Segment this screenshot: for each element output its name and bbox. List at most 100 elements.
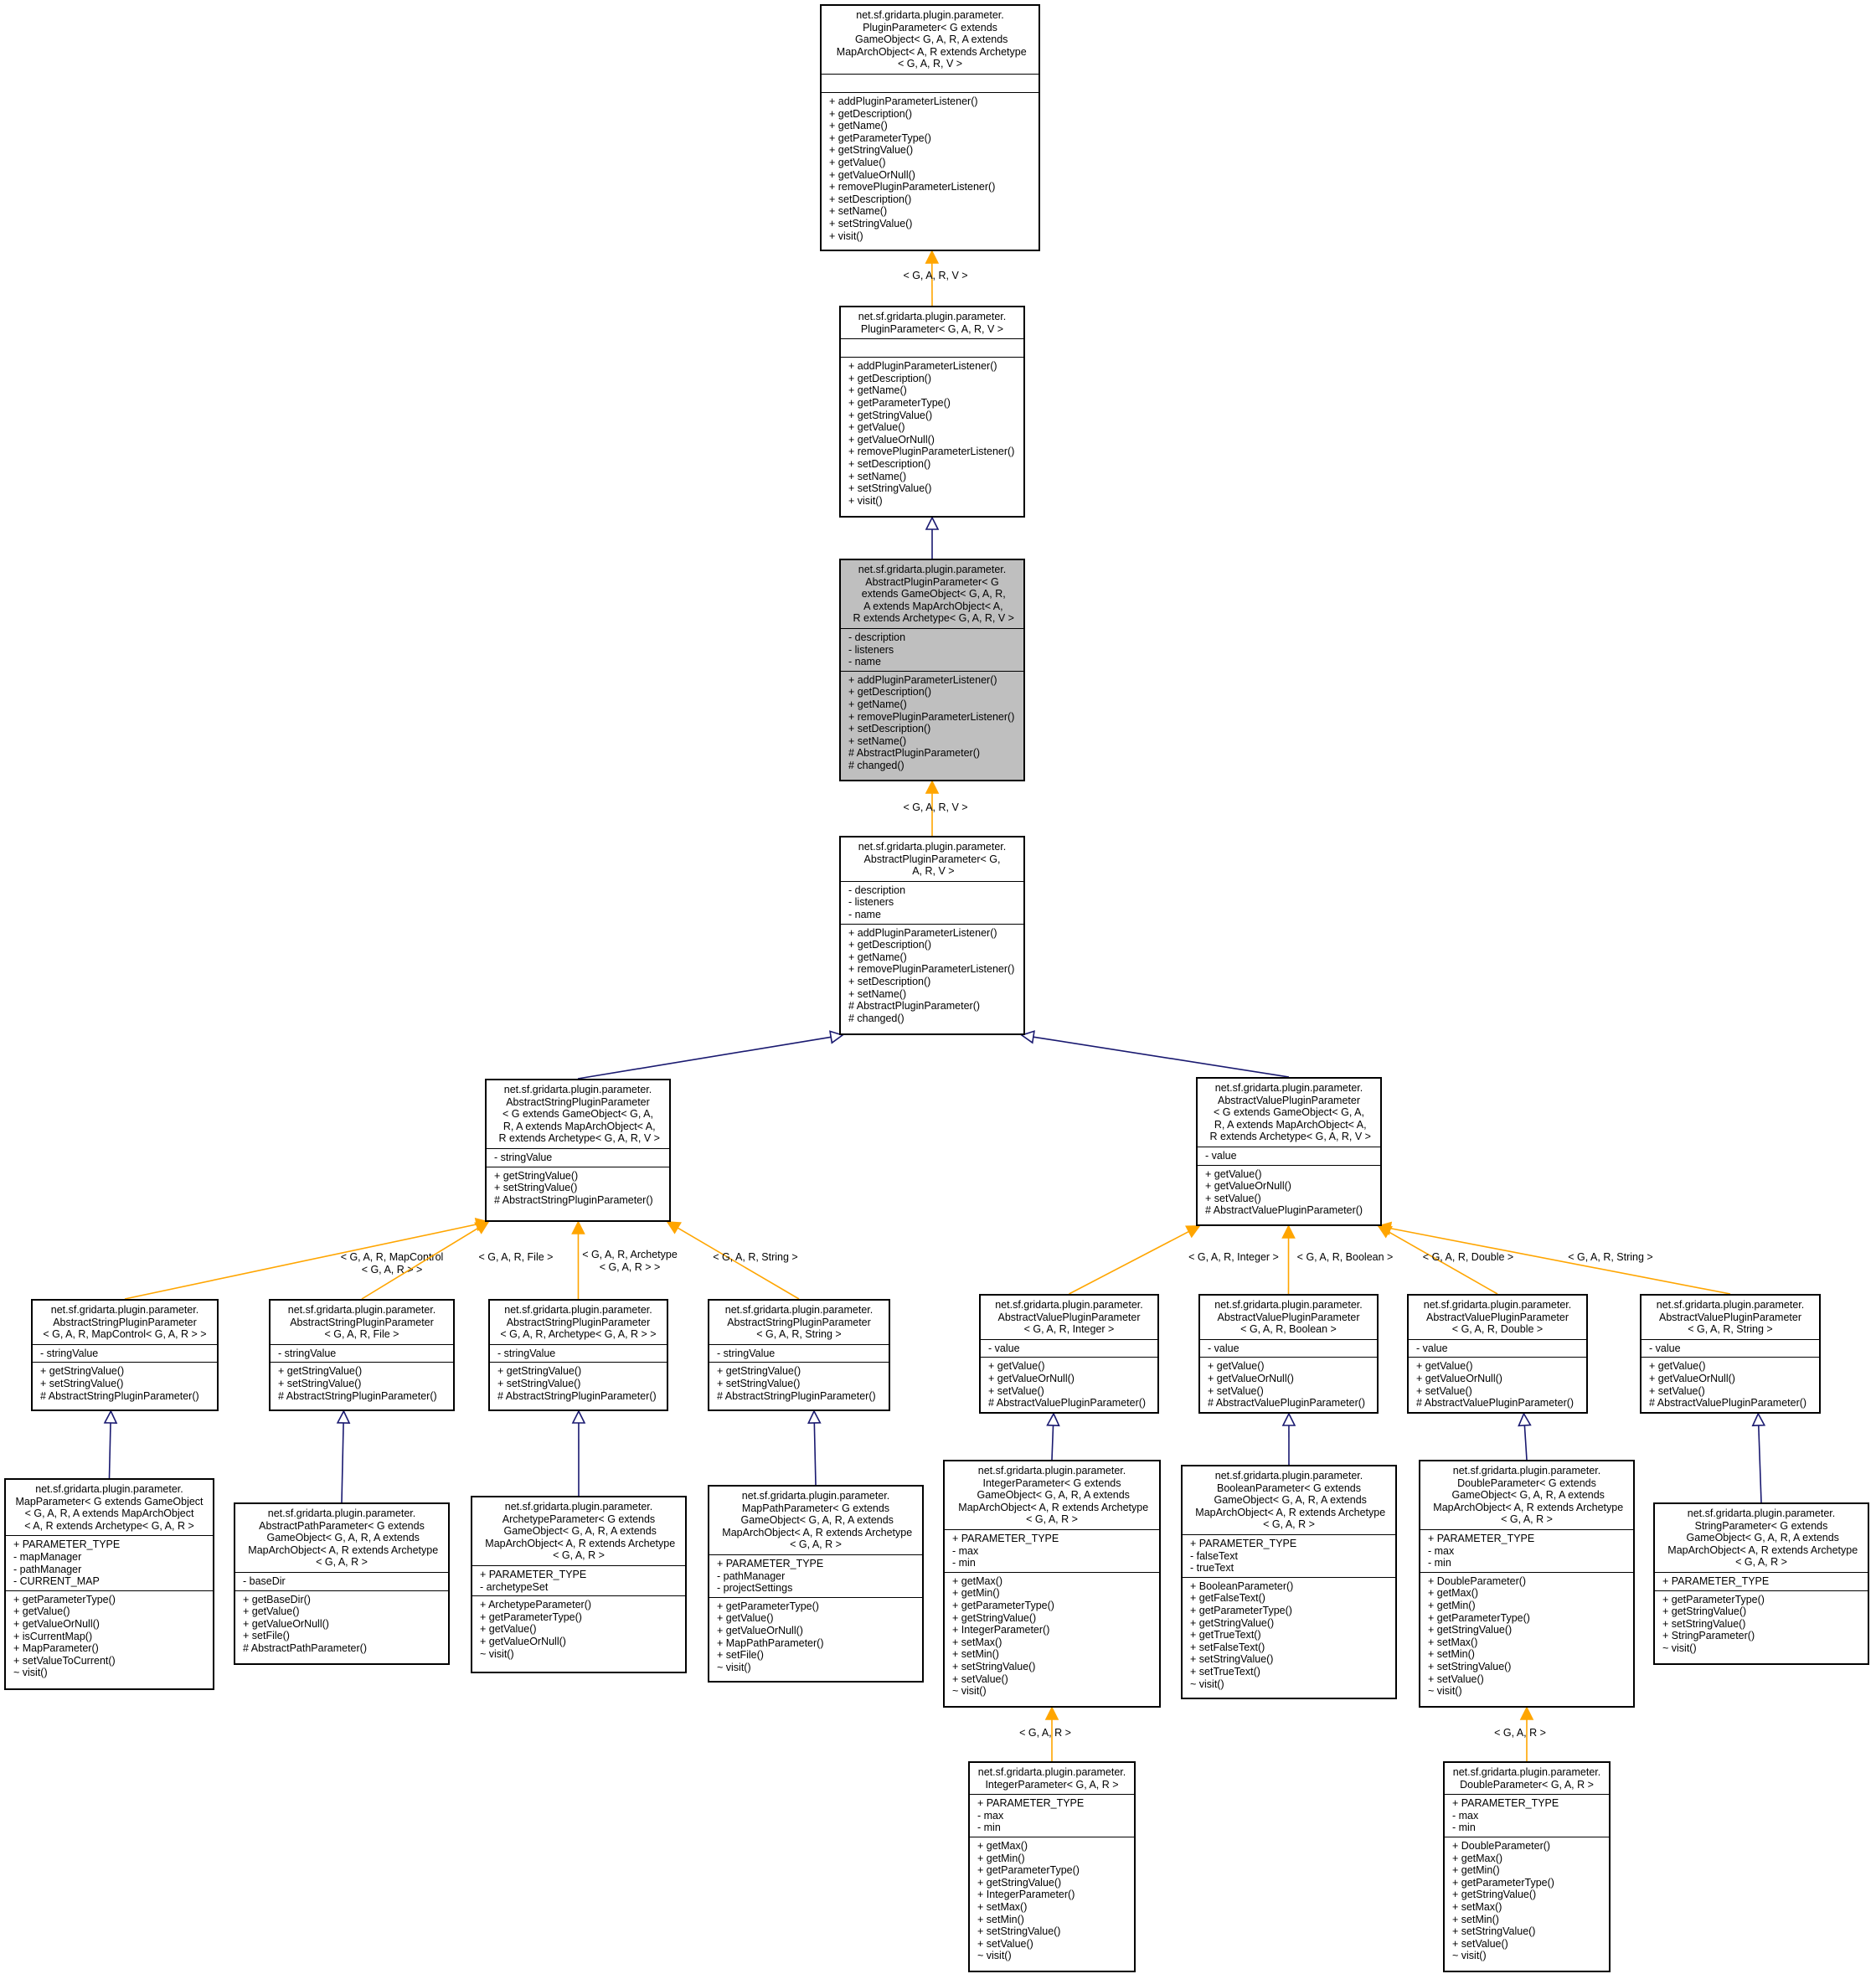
class-box-pp_full[interactable]: net.sf.gridarta.plugin.parameter.PluginP… <box>820 4 1040 251</box>
class-box-boolparam[interactable]: net.sf.gridarta.plugin.parameter.Boolean… <box>1181 1465 1397 1699</box>
title-line: MapArchObject< A, R extends Archetype <box>955 1501 1149 1513</box>
template-arrowhead-icon <box>1281 1224 1296 1239</box>
title-line: extends GameObject< G, A, R, <box>858 588 1006 600</box>
title-line: AbstractValuePluginParameter <box>997 1311 1141 1323</box>
class-box-avpp_int[interactable]: net.sf.gridarta.plugin.parameter.Abstrac… <box>979 1294 1159 1414</box>
class-box-intparam[interactable]: net.sf.gridarta.plugin.parameter.Integer… <box>968 1761 1136 1972</box>
class-box-dblparam[interactable]: net.sf.gridarta.plugin.parameter.DoubleP… <box>1443 1761 1611 1972</box>
class-box-dblparam_full[interactable]: net.sf.gridarta.plugin.parameter.DoubleP… <box>1419 1460 1635 1708</box>
title-line: MapArchObject< A, R extends Archetype <box>482 1537 676 1549</box>
class-box-mappath[interactable]: net.sf.gridarta.plugin.parameter.MapPath… <box>708 1485 924 1683</box>
class-box-aspp_map[interactable]: net.sf.gridarta.plugin.parameter.Abstrac… <box>31 1299 219 1411</box>
ops-line: + visit() <box>848 494 883 507</box>
ops-line: + getBaseDir() <box>243 1593 311 1605</box>
ops-line: + getValueOrNull() <box>480 1635 566 1647</box>
attrs-line: + PARAMETER_TYPE <box>1452 1797 1559 1810</box>
template-arrowhead-icon <box>1519 1706 1534 1720</box>
attrs-line: - value <box>988 1342 1020 1354</box>
attrs-line: + PARAMETER_TYPE <box>1190 1537 1297 1549</box>
ops-line: + getValueOrNull() <box>1205 1180 1291 1193</box>
class-name: net.sf.gridarta.plugin.parameter.Abstrac… <box>981 1296 1157 1339</box>
ops-line: + getValue() <box>1205 1167 1262 1180</box>
attributes-section: - stringValue <box>709 1343 889 1363</box>
attrs-line: - listeners <box>848 643 894 656</box>
class-box-intparam_full[interactable]: net.sf.gridarta.plugin.parameter.Integer… <box>943 1460 1161 1708</box>
ops-line: + getStringValue() <box>278 1365 363 1378</box>
ops-line: + getParameterType() <box>829 131 931 144</box>
title-line: < G, A, R, String > <box>1688 1323 1773 1336</box>
class-box-app_full[interactable]: net.sf.gridarta.plugin.parameter.Abstrac… <box>839 559 1025 781</box>
class-box-app[interactable]: net.sf.gridarta.plugin.parameter.Abstrac… <box>839 836 1025 1035</box>
title-line: StringParameter< G extends <box>1694 1519 1828 1532</box>
edge-archparam-to-aspp_arch <box>571 1410 586 1497</box>
class-box-avpp_str[interactable]: net.sf.gridarta.plugin.parameter.Abstrac… <box>1640 1294 1821 1414</box>
operations-section: + addPluginParameterListener()+ getDescr… <box>841 670 1023 780</box>
edge-app_full-to-pp <box>925 516 940 559</box>
attributes-section: + PARAMETER_TYPE- pathManager- projectSe… <box>709 1554 922 1597</box>
title-line: MapArchObject< A, R extends Archetype <box>719 1526 913 1538</box>
class-box-avpp_dbl[interactable]: net.sf.gridarta.plugin.parameter.Abstrac… <box>1407 1294 1588 1414</box>
edge-line <box>1757 1425 1762 1503</box>
edge-label: < G, A, R > > <box>362 1264 423 1276</box>
title-line: net.sf.gridarta.plugin.parameter. <box>35 1483 183 1495</box>
class-box-aspp_file[interactable]: net.sf.gridarta.plugin.parameter.Abstrac… <box>269 1299 455 1411</box>
title-line: < G, A, R, String > <box>756 1328 842 1341</box>
inheritance-arrowhead-icon <box>103 1410 118 1424</box>
ops-line: + getValue() <box>1208 1360 1265 1373</box>
ops-line: + IntegerParameter() <box>977 1889 1075 1901</box>
ops-line: ~ visit() <box>480 1647 514 1660</box>
title-line: IntegerParameter< G extends <box>982 1477 1121 1489</box>
ops-line: + getValue() <box>480 1623 537 1636</box>
ops-line: + getValue() <box>13 1605 70 1618</box>
class-name: net.sf.gridarta.plugin.parameter.Abstrac… <box>1409 1296 1586 1339</box>
edge-dblparam-to-dblparam_full: < G, A, R > <box>1494 1706 1546 1761</box>
title-line: net.sf.gridarta.plugin.parameter. <box>1656 1299 1805 1311</box>
edge-line <box>124 1224 477 1300</box>
class-name: net.sf.gridarta.plugin.parameter.Abstrac… <box>1200 1296 1377 1339</box>
title-line: < G, A, R > <box>1735 1556 1787 1569</box>
class-box-mapparam[interactable]: net.sf.gridarta.plugin.parameter.MapPara… <box>4 1478 214 1690</box>
ops-line: + setValue() <box>1452 1937 1508 1950</box>
ops-line: + getStringValue() <box>977 1876 1062 1889</box>
class-name: net.sf.gridarta.plugin.parameter.Abstrac… <box>490 1301 667 1344</box>
class-box-aspp[interactable]: net.sf.gridarta.plugin.parameter.Abstrac… <box>485 1079 671 1222</box>
attributes-section: - value <box>1409 1338 1586 1358</box>
title-line: R extends Archetype< G, A, R, V > <box>1207 1131 1371 1143</box>
inheritance-arrowhead-icon <box>1518 1412 1532 1427</box>
ops-line: + getValue() <box>829 156 886 168</box>
template-arrowhead-icon <box>1044 1706 1059 1720</box>
ops-line: + setMin() <box>977 1913 1024 1925</box>
class-box-aspp_str[interactable]: net.sf.gridarta.plugin.parameter.Abstrac… <box>708 1299 890 1411</box>
class-box-abspath[interactable]: net.sf.gridarta.plugin.parameter.Abstrac… <box>234 1502 450 1665</box>
ops-line: + getValueOrNull() <box>829 168 915 181</box>
edge-avpp-to-app <box>1020 1030 1290 1078</box>
edge-boolparam-to-avpp_bool <box>1281 1412 1296 1466</box>
ops-line: + setValue() <box>988 1384 1044 1397</box>
ops-line: + getValueOrNull() <box>1649 1372 1735 1384</box>
edge-aspp_str-to-aspp: < G, A, R, String > <box>666 1221 800 1300</box>
ops-line: + setStringValue() <box>952 1660 1036 1672</box>
edge-label: < G, A, R, V > <box>903 801 967 813</box>
attrs-line: - name <box>848 656 881 668</box>
class-box-strparam[interactable]: net.sf.gridarta.plugin.parameter.StringP… <box>1653 1502 1869 1665</box>
title-line: MapParameter< G extends GameObject <box>15 1495 204 1507</box>
ops-line: + setStringValue() <box>1190 1653 1274 1666</box>
edge-line <box>1388 1231 1498 1295</box>
class-box-archparam[interactable]: net.sf.gridarta.plugin.parameter.Archety… <box>471 1496 687 1673</box>
ops-line: # changed() <box>848 759 904 771</box>
ops-line: + setStringValue() <box>829 217 913 229</box>
title-line: net.sf.gridarta.plugin.parameter. <box>741 1490 890 1502</box>
operations-section: + getStringValue()+ setStringValue()# Ab… <box>709 1362 889 1410</box>
title-line: < G extends GameObject< G, A, <box>1214 1106 1364 1119</box>
ops-line: + setMax() <box>952 1636 1002 1648</box>
title-line: < G, A, R > <box>1501 1513 1553 1526</box>
ops-line: + setStringValue() <box>278 1377 362 1389</box>
class-box-pp[interactable]: net.sf.gridarta.plugin.parameter.PluginP… <box>839 306 1025 518</box>
edge-label: < G, A, R, Integer > <box>1188 1251 1279 1263</box>
class-box-avpp[interactable]: net.sf.gridarta.plugin.parameter.Abstrac… <box>1196 1077 1382 1226</box>
ops-line: + setStringValue() <box>977 1925 1061 1938</box>
ops-line: + setStringValue() <box>717 1377 801 1389</box>
class-box-avpp_bool[interactable]: net.sf.gridarta.plugin.parameter.Abstrac… <box>1198 1294 1379 1414</box>
class-box-aspp_arch[interactable]: net.sf.gridarta.plugin.parameter.Abstrac… <box>488 1299 668 1411</box>
title-line: IntegerParameter< G, A, R > <box>985 1778 1119 1791</box>
